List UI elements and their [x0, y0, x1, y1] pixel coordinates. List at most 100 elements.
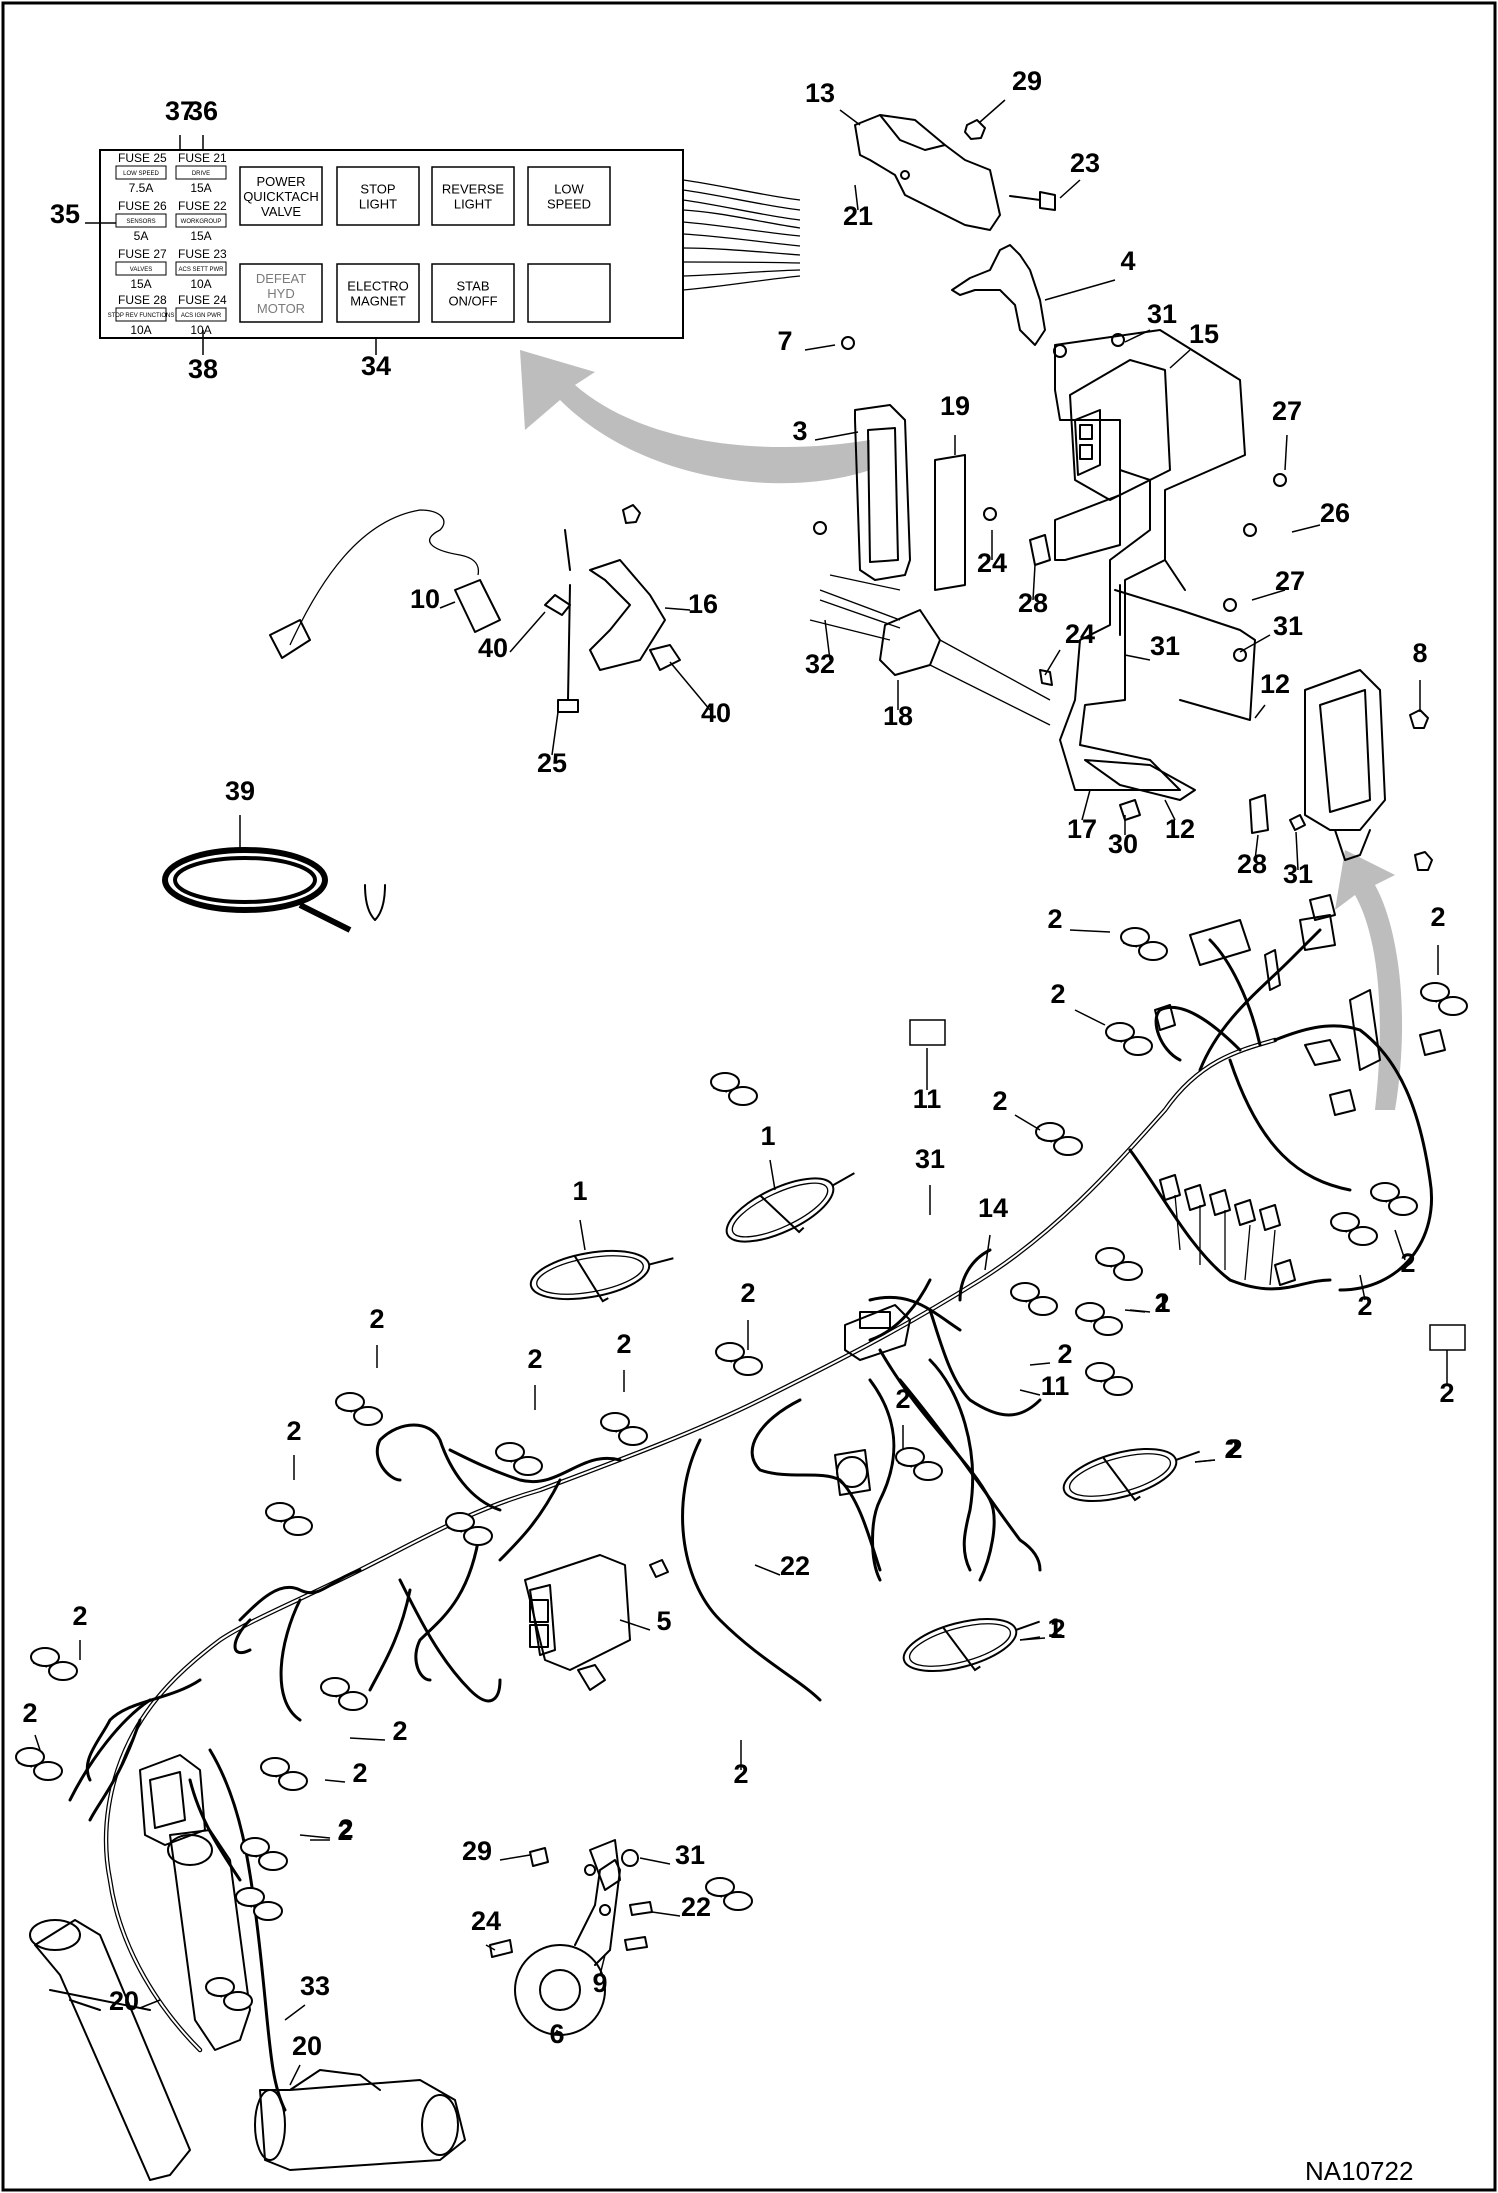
hose-clamp — [445, 1512, 493, 1546]
leader-line — [349, 1737, 386, 1741]
callout-number: 2 — [527, 1344, 542, 1374]
callout-number: 2 — [1057, 1339, 1072, 1369]
hose-clamp — [1075, 1302, 1123, 1336]
callout-number: 2 — [1439, 1378, 1454, 1408]
callout-number: 2 — [1224, 1434, 1239, 1464]
callout-number: 2 — [22, 1698, 37, 1728]
relay-label: QUICKTACH — [243, 189, 319, 204]
callout-number: 2 — [992, 1086, 1007, 1116]
leader-line — [1254, 704, 1266, 719]
callout-number: 23 — [1070, 148, 1100, 178]
leader-line — [1124, 654, 1151, 661]
callout-number: 2 — [895, 1384, 910, 1414]
grey-arrow-right — [1335, 850, 1403, 1110]
hose-clamp — [895, 1447, 943, 1481]
hose-clamp — [495, 1442, 543, 1476]
callout-number: 35 — [50, 199, 80, 229]
relay-label: ON/OFF — [448, 294, 497, 309]
callout-number: 2 — [1047, 904, 1062, 934]
hose-clamp — [30, 1647, 78, 1681]
fuse-tag: VALVES — [130, 267, 152, 273]
hose-clamp — [705, 1877, 753, 1911]
sensor-assembly — [269, 509, 681, 713]
cable-coil — [162, 847, 386, 933]
cable-tie — [902, 1617, 1040, 1673]
leader-line — [651, 1911, 681, 1917]
cable-tie — [529, 1249, 674, 1303]
leader-line — [139, 1999, 161, 2009]
callout-number: 2 — [337, 1816, 352, 1846]
cable-tie — [725, 1172, 855, 1243]
callout-number: 37 — [165, 96, 195, 126]
callout-number: 2 — [338, 1814, 353, 1844]
leader-line — [1032, 564, 1036, 601]
callout-number: 38 — [188, 354, 218, 384]
leader-line — [485, 1944, 496, 1951]
leader-line — [814, 431, 859, 441]
hose-clamp — [205, 1977, 253, 2011]
hose-clamp — [320, 1677, 368, 1711]
hose-clamp — [1330, 1212, 1378, 1246]
callout-number: 27 — [1272, 396, 1302, 426]
callout-number: 28 — [1018, 588, 1048, 618]
callout-number: 31 — [1283, 859, 1313, 889]
callout-number: 16 — [688, 589, 718, 619]
callout-number: 11 — [1041, 1371, 1070, 1401]
callout-number: 31 — [915, 1144, 945, 1174]
leader-line — [1019, 1636, 1041, 1641]
callout-number: 29 — [1012, 66, 1042, 96]
hose-clamp — [235, 1887, 283, 1921]
hose-clamp — [1120, 927, 1168, 961]
callout-number: 2 — [369, 1304, 384, 1334]
callout-number: 1 — [1047, 1613, 1062, 1643]
relay-label: SPEED — [547, 197, 591, 212]
hose-clamp — [1010, 1282, 1058, 1316]
callout-number: 26 — [1320, 498, 1350, 528]
leader-line — [299, 1834, 331, 1839]
hose-clamp — [710, 1072, 758, 1106]
leader-line — [509, 611, 546, 653]
callout-number: 19 — [940, 391, 970, 421]
hose-clamp — [335, 1392, 383, 1426]
callout-number: 2 — [72, 1601, 87, 1631]
relay-label: LIGHT — [359, 197, 397, 212]
callout-number: 2 — [1227, 1434, 1242, 1464]
leader-line — [1254, 834, 1259, 861]
cable-ties — [529, 1172, 1200, 1673]
callout-number: 7 — [777, 326, 792, 356]
callout-number: 2 — [1050, 979, 1065, 1009]
callout-number: 40 — [478, 633, 508, 663]
leader-line — [499, 1854, 531, 1861]
fuse-title: FUSE 21 — [178, 151, 227, 165]
callout-number: 24 — [471, 1906, 501, 1936]
leader-line — [804, 344, 836, 351]
callout-number: 36 — [188, 96, 218, 126]
fuse-rating: 10A — [190, 277, 211, 291]
fuse-tag: WORKGROUP — [181, 219, 222, 225]
leader-line — [1044, 279, 1116, 301]
callout-number: 2 — [1357, 1291, 1372, 1321]
relay-label: LIGHT — [454, 197, 492, 212]
callout-number: 31 — [1150, 631, 1180, 661]
callout-number: 12 — [1260, 669, 1290, 699]
fuse-tag: DRIVE — [192, 171, 210, 177]
leader-line — [839, 109, 861, 126]
fuse-tag: LOW SPEED — [123, 171, 159, 177]
relay-label: MOTOR — [257, 301, 305, 316]
leader-line — [1074, 1009, 1106, 1026]
leader-line — [284, 2004, 306, 2021]
hose-clamp — [1370, 1182, 1418, 1216]
hose-clamp — [1035, 1122, 1083, 1156]
leader-line — [984, 1234, 991, 1271]
relay-label: POWER — [256, 174, 305, 189]
leader-line — [1014, 1114, 1041, 1131]
